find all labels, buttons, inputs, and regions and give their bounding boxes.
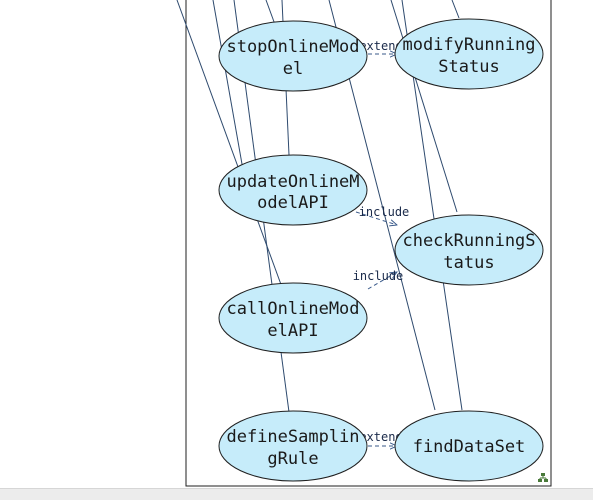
usecase-label: el xyxy=(283,59,303,79)
system-boundary xyxy=(185,0,552,487)
usecase-define-sampling-rule[interactable]: defineSamplin gRule xyxy=(218,410,368,482)
status-strip xyxy=(0,488,593,500)
usecase-label: tatus xyxy=(443,253,494,273)
diagram-layout-icon[interactable] xyxy=(538,473,548,482)
relation-label: extend xyxy=(359,430,402,444)
association-line[interactable] xyxy=(451,0,460,19)
relation-label: include xyxy=(359,205,410,219)
usecase-label: gRule xyxy=(267,449,318,469)
usecase-label: stopOnlineMod xyxy=(226,37,359,57)
association-line[interactable] xyxy=(390,0,458,213)
include-arrow[interactable] xyxy=(355,211,397,225)
usecase-label: findDataSet xyxy=(413,437,526,457)
usecase-find-data-set[interactable]: findDataSet xyxy=(394,410,544,482)
usecase-modify-running-status[interactable]: modifyRunning Status xyxy=(394,18,544,90)
usecase-label: checkRunningS xyxy=(402,231,535,251)
usecase-check-running-status[interactable]: checkRunningS tatus xyxy=(394,214,544,286)
usecase-update-online-model-api[interactable]: updateOnlineM odelAPI xyxy=(218,154,368,226)
usecase-label: elAPI xyxy=(267,321,318,341)
usecase-call-online-model-api[interactable]: callOnlineMod elAPI xyxy=(218,282,368,354)
dependency-arrows xyxy=(355,54,397,446)
usecase-label: Status xyxy=(438,57,499,77)
usecase-stop-online-model[interactable]: stopOnlineMod el xyxy=(218,20,368,92)
usecase-label: updateOnlineM xyxy=(226,172,359,192)
association-line[interactable] xyxy=(176,0,284,291)
include-arrow[interactable] xyxy=(367,272,397,290)
usecase-label: modifyRunning xyxy=(402,35,535,55)
relation-label: extend xyxy=(359,39,402,53)
relation-label: include xyxy=(353,269,404,283)
usecase-label: odelAPI xyxy=(257,193,329,213)
usecase-label: defineSamplin xyxy=(226,427,359,447)
usecase-label: callOnlineMod xyxy=(226,299,359,319)
